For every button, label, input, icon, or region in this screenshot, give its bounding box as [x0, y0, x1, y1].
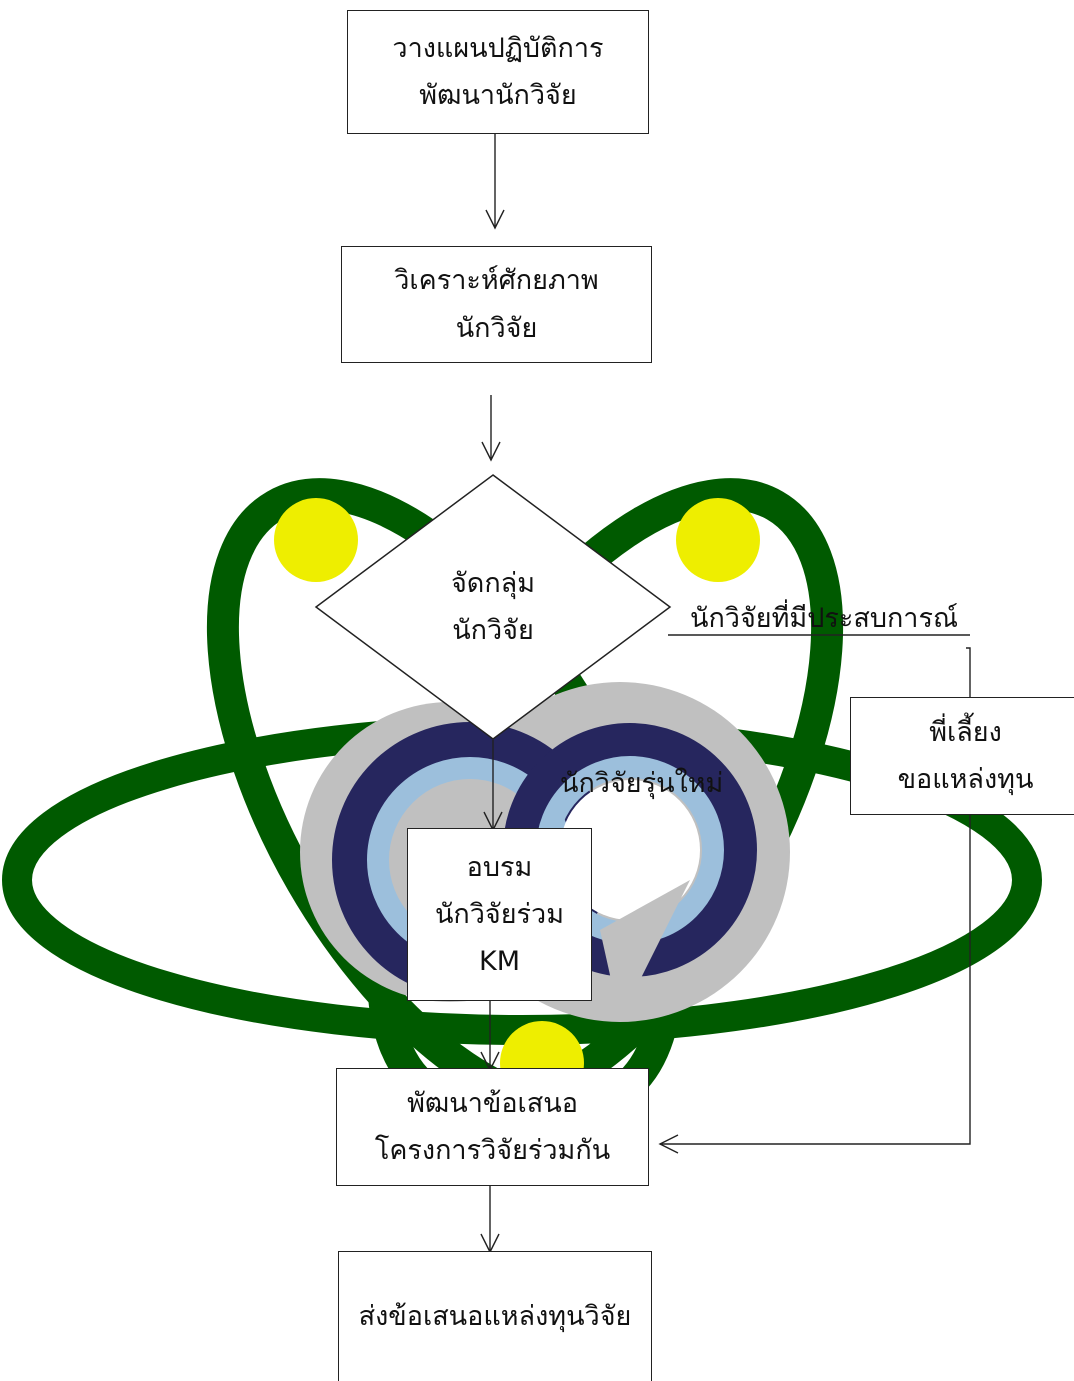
- node-submit: ส่งข้อเสนอแหล่งทุนวิจัย: [338, 1251, 652, 1381]
- node-analyze: วิเคราะห์ศักยภาพ นักวิจัย: [341, 246, 652, 363]
- label-new-researchers: นักวิจัยรุ่นใหม่: [560, 768, 724, 799]
- node-mentor-line1: พี่เลี้ยง: [929, 716, 1002, 748]
- node-group-line1: จัดกลุ่ม: [450, 568, 536, 599]
- node-group-line2: นักวิจัย: [452, 615, 534, 647]
- node-train-line2: นักวิจัยร่วม: [434, 898, 565, 930]
- node-mentor: พี่เลี้ยง ขอแหล่งทุน: [850, 697, 1074, 815]
- node-plan-line1: วางแผนปฏิบัติการ: [392, 32, 604, 64]
- ring-wedge: [600, 880, 690, 1020]
- electron-top-right: [676, 498, 760, 582]
- node-submit-line1: ส่งข้อเสนอแหล่งทุนวิจัย: [358, 1300, 632, 1332]
- node-group: จัดกลุ่ม นักวิจัย: [393, 560, 593, 655]
- node-develop-line2: โครงการวิจัยร่วมกัน: [374, 1135, 611, 1166]
- node-develop-line1: พัฒนาข้อเสนอ: [407, 1087, 578, 1119]
- ring-hole-right: [560, 780, 700, 920]
- arrow-mentor-to-develop: [658, 814, 971, 1154]
- node-train-line1: อบรม: [466, 851, 533, 883]
- electron-top-left: [274, 498, 358, 582]
- node-plan: วางแผนปฏิบัติการ พัฒนานักวิจัย: [347, 10, 649, 134]
- node-plan-line2: พัฒนานักวิจัย: [419, 80, 577, 111]
- node-analyze-line1: วิเคราะห์ศักยภาพ: [394, 265, 599, 297]
- connectors: [480, 133, 971, 1254]
- label-experienced-researchers: นักวิจัยที่มีประสบการณ์: [690, 603, 959, 634]
- node-develop: พัฒนาข้อเสนอ โครงการวิจัยร่วมกัน: [336, 1068, 649, 1186]
- node-analyze-line2: นักวิจัย: [455, 312, 538, 344]
- diamond-group: [314, 474, 672, 740]
- node-train-line3: KM: [478, 946, 520, 978]
- node-train: อบรม นักวิจัยร่วม KM: [407, 828, 592, 1001]
- mentor-connector-top: [966, 647, 971, 698]
- node-mentor-line2: ขอแหล่งทุน: [897, 764, 1034, 795]
